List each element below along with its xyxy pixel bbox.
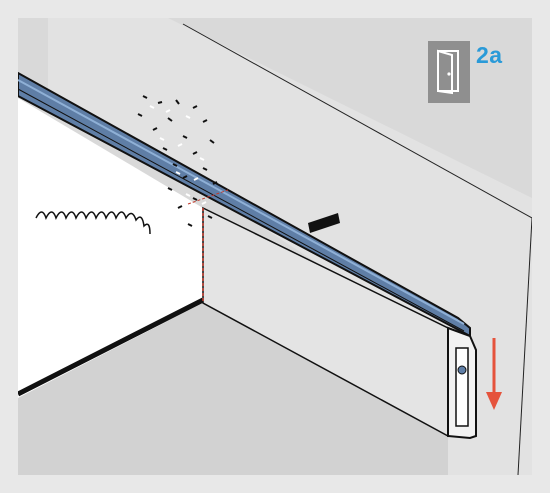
wall-floor-edge [517,217,532,475]
saw-blade-icon [35,211,151,235]
down-arrow-icon [486,338,502,410]
right-wall [48,18,532,475]
wall-corner-edge [182,23,532,219]
profile-highlight [18,79,465,325]
door-icon [428,41,470,103]
end-cap-slot [455,347,469,427]
cut-line-top [187,189,229,205]
dust-particles-icon [137,95,218,227]
profile-inner-edge [18,88,465,332]
end-cap-screw [457,365,467,375]
mounting-tab [308,213,340,233]
floor [18,303,448,475]
step-label: 2a [476,42,503,68]
floor-edge [18,297,205,397]
